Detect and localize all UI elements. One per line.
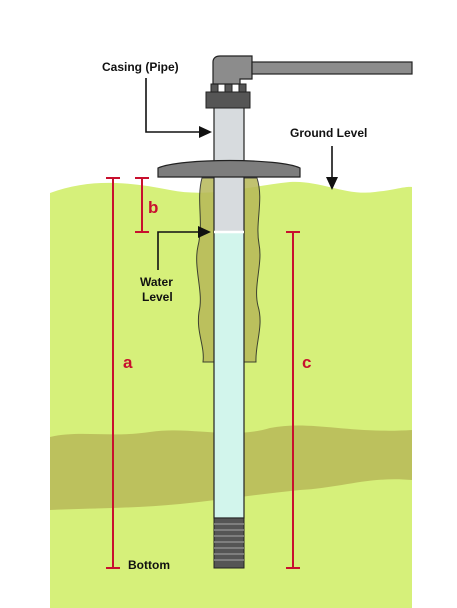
water-column <box>213 231 245 519</box>
water-arrowhead <box>198 226 211 238</box>
wellhead-bolt-mid <box>224 83 233 93</box>
wellhead-bolt-left <box>210 83 219 93</box>
ground-level-label: Ground Level <box>290 126 368 140</box>
elbow-fitting <box>212 55 253 85</box>
wellhead-base <box>205 91 251 109</box>
measure-b <box>135 177 149 233</box>
discharge-pipe <box>251 61 413 75</box>
measure-a-label: a <box>123 353 133 372</box>
bottom-label: Bottom <box>128 558 170 572</box>
ground-arrowhead <box>326 177 338 190</box>
water-callout <box>157 231 198 270</box>
casing-callout <box>145 78 200 133</box>
water-level-label-line1: Water <box>140 275 173 289</box>
surface-seal <box>157 159 301 178</box>
measure-b-label: b <box>148 198 159 217</box>
measure-c-label: c <box>302 353 312 372</box>
casing-label: Casing (Pipe) <box>102 60 179 74</box>
water-level-label-line2: Level <box>142 290 173 304</box>
wellhead-bolt-right <box>238 83 247 93</box>
casing-arrowhead <box>199 126 212 138</box>
measure-a <box>106 177 120 569</box>
measure-c <box>286 231 300 569</box>
